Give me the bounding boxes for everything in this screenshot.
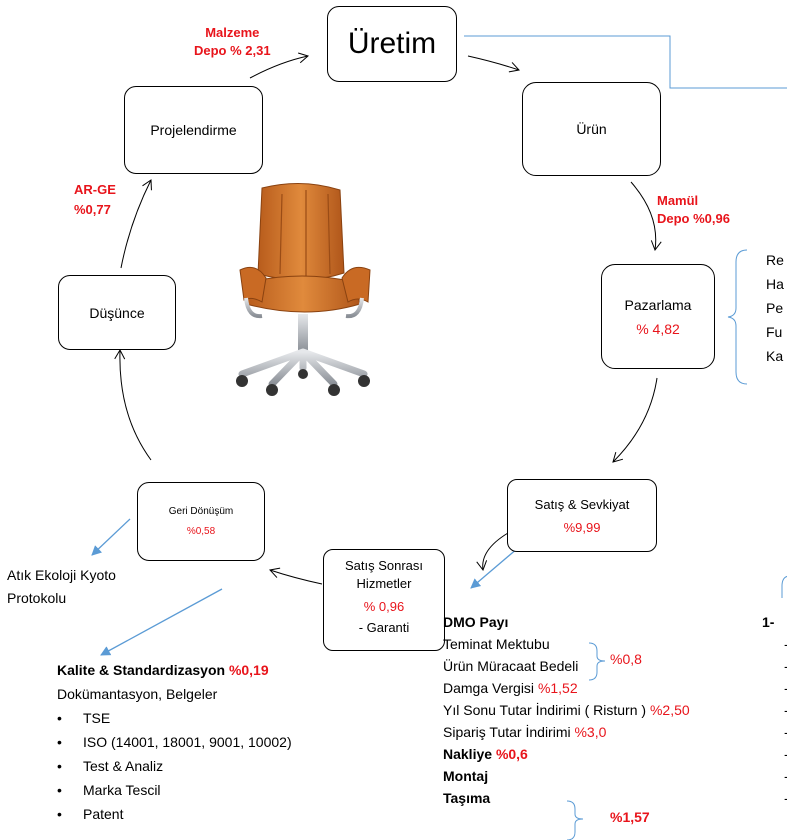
node-satis-sonrasi-line1: Satış Sonrası	[344, 558, 424, 573]
mamul-label: Mamül Depo %0,96	[657, 192, 730, 228]
pazarlama-list-item: Fu	[766, 324, 783, 340]
node-satis-sevkiyat-pct: %9,99	[563, 519, 601, 535]
blue-arrow-satissonrasi-kalite	[100, 588, 223, 656]
malzeme-line2: Depo % 2,31	[194, 43, 271, 58]
kalite-list-item: Patent	[57, 802, 292, 826]
pazarlama-list-item: Ka	[766, 348, 784, 364]
dmo-group2-pct: %1,57	[610, 809, 650, 825]
arrow-uretim-urun	[467, 55, 520, 73]
dmo-title: DMO Payı	[443, 614, 509, 630]
kalite-pct: %0,19	[228, 662, 269, 678]
dmo-urun-muracaat: Ürün Müracaat Bedeli	[443, 658, 579, 674]
node-satis-sevkiyat: Satış & Sevkiyat %9,99	[507, 479, 657, 552]
mamul-line1: Mamül	[657, 193, 699, 208]
uretim-elbow-line	[464, 35, 787, 89]
kalite-block: Kalite & Standardizasyon %0,19 Dokümanta…	[57, 658, 292, 826]
node-projelendirme-label: Projelendirme	[150, 122, 237, 138]
dmo-siparis: Sipariş Tutar İndirimi %3,0	[443, 721, 690, 743]
right-column-dash: -	[762, 633, 787, 655]
node-satis-sonrasi-note: - Garanti	[358, 620, 410, 635]
right-col-brace	[781, 575, 787, 598]
arrow-dusunce-projelendirme	[120, 179, 152, 269]
right-column-head: 1-	[762, 614, 775, 630]
kalite-subtitle: Dokümantasyon, Belgeler	[57, 686, 218, 702]
dmo-nakliye-label: Nakliye	[443, 746, 493, 762]
arrow-urun-pazarlama	[630, 181, 662, 252]
node-pazarlama-label: Pazarlama	[624, 296, 692, 313]
node-satis-sevkiyat-label: Satış & Sevkiyat	[534, 496, 630, 512]
atik-line2: Protokolu	[7, 590, 67, 606]
dmo-nakliye-pct: %0,6	[495, 746, 528, 762]
arrow-satis-satissonrasi	[476, 532, 509, 572]
right-column-dash: -	[762, 699, 787, 721]
right-column-dash: -	[762, 743, 787, 765]
arge-line1: AR-GE	[74, 182, 116, 197]
kalite-list-item: ISO (14001, 18001, 9001, 10002)	[57, 730, 292, 754]
dmo-brace-1	[588, 642, 606, 681]
office-chair-image	[236, 182, 371, 396]
dmo-group1-pct: %0,8	[610, 651, 642, 667]
dmo-montaj: Montaj	[443, 768, 489, 784]
right-column-dash: -	[762, 721, 787, 743]
dmo-yil-sonu-pct: %2,50	[649, 702, 690, 718]
node-geri-donusum-label: Geri Dönüşüm	[168, 506, 234, 517]
pazarlama-list-item: Re	[766, 252, 784, 268]
arge-label: AR-GE %0,77	[74, 180, 116, 220]
pazarlama-list: Re Ha Pe Fu Ka	[766, 248, 784, 368]
node-dusunce: Düşünce	[58, 275, 176, 350]
node-uretim-label: Üretim	[347, 27, 437, 60]
pazarlama-brace	[727, 249, 748, 385]
kalite-list-item: Marka Tescil	[57, 778, 292, 802]
atik-line1: Atık Ekoloji Kyoto	[7, 567, 116, 583]
malzeme-line1: Malzeme	[205, 25, 260, 40]
atik-text: Atık Ekoloji Kyoto Protokolu	[7, 564, 116, 610]
node-pazarlama: Pazarlama % 4,82	[601, 264, 715, 369]
node-satis-sonrasi: Satış Sonrası Hizmetler % 0,96 - Garanti	[323, 549, 445, 651]
kalite-list-item: TSE	[57, 706, 292, 730]
mamul-line2: Depo %0,96	[657, 211, 730, 226]
dmo-damga-pct: %1,52	[537, 680, 578, 696]
node-urun: Ürün	[522, 82, 661, 176]
dmo-yil-sonu: Yıl Sonu Tutar İndirimi ( Risturn ) %2,5…	[443, 699, 690, 721]
blue-arrow-geri-atik	[91, 518, 131, 556]
dmo-tasima: Taşıma	[443, 790, 491, 806]
node-projelendirme: Projelendirme	[124, 86, 263, 174]
node-geri-donusum: Geri Dönüşüm %0,58	[137, 482, 265, 561]
kalite-title: Kalite & Standardizasyon	[57, 662, 226, 678]
node-satis-sonrasi-line2: Hizmetler	[356, 576, 412, 591]
arge-line2: %0,77	[74, 202, 111, 217]
dmo-siparis-label: Sipariş Tutar İndirimi	[443, 724, 571, 740]
kalite-list: TSE ISO (14001, 18001, 9001, 10002) Test…	[57, 706, 292, 826]
malzeme-label: Malzeme Depo % 2,31	[194, 24, 271, 60]
arrow-satissonrasi-geridonusum	[269, 567, 323, 585]
kalite-list-item: Test & Analiz	[57, 754, 292, 778]
right-column-dash: -	[762, 787, 787, 809]
dmo-yil-sonu-label: Yıl Sonu Tutar İndirimi ( Risturn )	[443, 702, 647, 718]
dmo-nakliye: Nakliye %0,6	[443, 743, 690, 765]
dmo-damga-label: Damga Vergisi	[443, 680, 535, 696]
right-column: 1- - - - - - - - -	[762, 611, 787, 809]
dmo-block: DMO Payı Teminat Mektubu Ürün Müracaat B…	[443, 611, 690, 809]
arrow-geridonusum-dusunce	[114, 348, 152, 461]
arrow-pazarlama-satis	[612, 377, 658, 463]
node-satis-sonrasi-pct: % 0,96	[363, 599, 405, 614]
right-column-dash: -	[762, 677, 787, 699]
pazarlama-list-item: Pe	[766, 300, 784, 316]
pazarlama-list-item: Ha	[766, 276, 784, 292]
arrow-projelendirme-uretim	[249, 52, 310, 79]
node-urun-label: Ürün	[576, 121, 607, 137]
right-column-dash: -	[762, 655, 787, 677]
dmo-teminat: Teminat Mektubu	[443, 636, 550, 652]
node-uretim: Üretim	[327, 6, 457, 82]
node-dusunce-label: Düşünce	[89, 304, 145, 321]
dmo-damga: Damga Vergisi %1,52	[443, 677, 690, 699]
node-geri-donusum-pct: %0,58	[186, 526, 216, 537]
dmo-siparis-pct: %3,0	[574, 724, 607, 740]
node-pazarlama-pct: % 4,82	[636, 320, 680, 337]
blue-arrow-satis-dmo	[470, 547, 519, 589]
dmo-brace-2	[566, 800, 584, 840]
right-column-dash: -	[762, 765, 787, 787]
